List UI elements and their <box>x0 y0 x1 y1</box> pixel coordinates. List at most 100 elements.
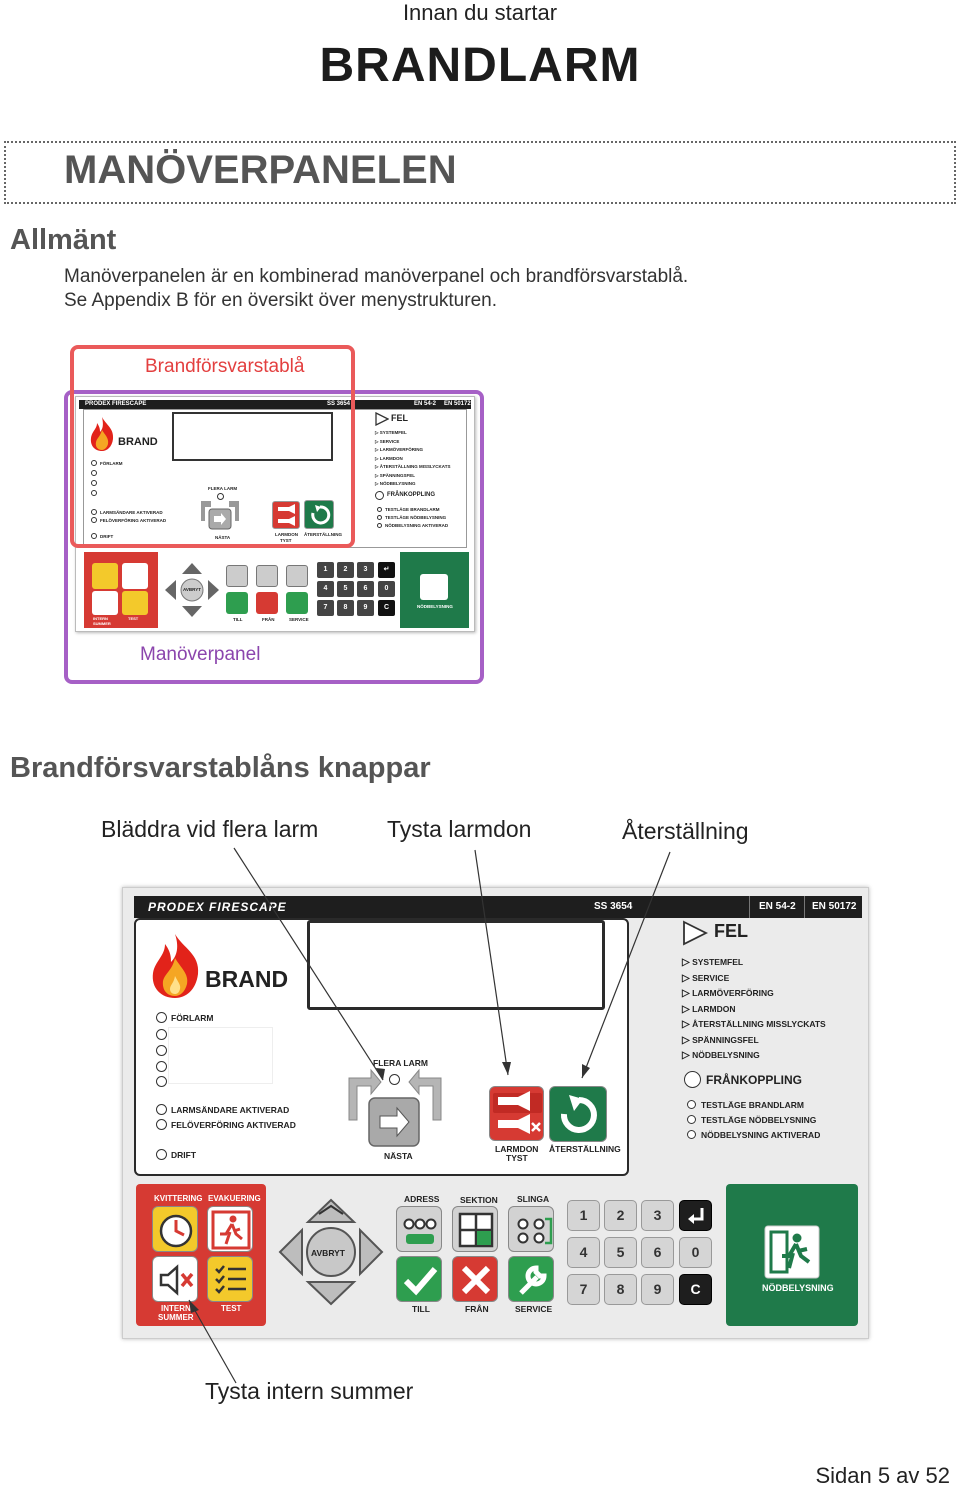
check-icon <box>403 1267 438 1296</box>
small-key[interactable]: 6 <box>357 581 374 597</box>
service-button[interactable] <box>508 1256 554 1302</box>
clear-key[interactable]: C <box>679 1274 712 1305</box>
small-forlarm-label: FÖRLARM <box>100 461 123 466</box>
larmdon-label: LARMDON <box>495 1144 539 1154</box>
keypad-key[interactable]: 5 <box>604 1237 637 1268</box>
small-kvittering-button[interactable] <box>92 563 118 589</box>
small-key[interactable]: 0 <box>378 581 395 597</box>
page-number: Sidan 5 av 52 <box>815 1463 950 1485</box>
small-fault-item: ▷ SYSTEMFEL <box>375 430 407 435</box>
small-key[interactable]: 8 <box>337 600 354 616</box>
reset-button[interactable] <box>549 1086 607 1142</box>
till-button[interactable] <box>396 1256 442 1302</box>
enter-key[interactable] <box>679 1200 712 1231</box>
small-larmsandare-label: LARMSÄNDARE AKTIVERAD <box>100 510 163 515</box>
small-logo: PRODEX FIRESCAPE <box>85 401 147 407</box>
tablo-label: Brandförsvarstablå <box>145 356 305 377</box>
test-button[interactable] <box>207 1256 253 1302</box>
small-key[interactable]: 1 <box>317 562 334 578</box>
small-intern-summer-button[interactable] <box>92 591 118 615</box>
small-silence-button[interactable] <box>272 501 300 529</box>
small-brand-label: BRAND <box>118 436 158 448</box>
kvittering-button[interactable] <box>152 1206 198 1252</box>
small-fran-label: FRÅN <box>262 617 275 622</box>
keypad-key[interactable]: 9 <box>641 1274 674 1305</box>
clock-icon <box>159 1214 193 1248</box>
keypad-key[interactable]: 0 <box>679 1237 712 1268</box>
small-sektion-button[interactable] <box>256 565 278 587</box>
small-reset-button[interactable] <box>304 500 334 529</box>
small-key[interactable]: 5 <box>337 581 354 597</box>
keypad-key[interactable]: 2 <box>604 1200 637 1231</box>
small-enter-key[interactable]: ↵ <box>378 562 395 578</box>
evacuation-icon <box>211 1210 251 1250</box>
manoverpanel-frame <box>64 390 484 684</box>
next-button[interactable] <box>345 1068 445 1150</box>
small-key[interactable]: 9 <box>357 600 374 616</box>
keypad-key[interactable]: 7 <box>567 1274 600 1305</box>
small-std-en54: EN 54-2 <box>414 401 437 407</box>
small-arrow-pad[interactable] <box>162 560 222 620</box>
fran-button[interactable] <box>452 1256 498 1302</box>
slinga-button[interactable] <box>508 1206 554 1252</box>
small-key[interactable]: 4 <box>317 581 334 597</box>
test-led <box>687 1100 696 1109</box>
larmsandare-led <box>156 1104 167 1115</box>
small-slinga-button[interactable] <box>286 565 308 587</box>
forlarm-led <box>156 1012 167 1023</box>
small-evakuering-button[interactable] <box>122 563 148 589</box>
small-frankoppling-led <box>375 491 384 500</box>
nasta-label: NÄSTA <box>384 1151 413 1161</box>
keypad-key[interactable]: 8 <box>604 1274 637 1305</box>
small-adress-button[interactable] <box>226 565 248 587</box>
test-led <box>687 1130 696 1139</box>
small-fault-item: ▷ SPÄNNINGSFEL <box>375 472 415 478</box>
small-key[interactable]: 7 <box>317 600 334 616</box>
small-forlarm-led <box>91 460 97 466</box>
small-fel-icon <box>375 412 389 426</box>
section-icon <box>458 1212 494 1248</box>
small-next-button[interactable] <box>197 497 243 531</box>
evakuering-button[interactable] <box>207 1206 253 1252</box>
small-fran-button[interactable] <box>256 592 278 614</box>
small-test-led <box>377 523 382 528</box>
test-label: TESTLÄGE NÖDBELYSNING <box>701 1115 817 1125</box>
test-key-label: TEST <box>221 1304 242 1313</box>
keypad-key[interactable]: 6 <box>641 1237 674 1268</box>
flame-icon <box>152 934 199 998</box>
fault-item: ▷ SERVICE <box>682 972 730 984</box>
small-zone-led <box>91 490 97 496</box>
address-icon <box>403 1218 437 1244</box>
avbryt-button[interactable]: AVBRYT <box>311 1248 345 1258</box>
sektion-button[interactable] <box>452 1206 498 1252</box>
adress-button[interactable] <box>396 1206 442 1252</box>
loop-icon <box>517 1217 553 1245</box>
small-till-button[interactable] <box>226 592 248 614</box>
small-key[interactable]: 3 <box>357 562 374 578</box>
fault-item: ▷ ÅTERSTÄLLNING MISSLYCKATS <box>682 1019 826 1030</box>
keypad-key[interactable]: 4 <box>567 1237 600 1268</box>
small-test-button[interactable] <box>122 591 148 615</box>
feloverforing-label: FELÖVERFÖRING AKTIVERAD <box>171 1120 296 1130</box>
reset-icon <box>560 1095 597 1133</box>
service-label: SERVICE <box>515 1304 553 1314</box>
test-label: NÖDBELYSNING AKTIVERAD <box>701 1130 821 1140</box>
drift-label: DRIFT <box>171 1150 197 1160</box>
small-key[interactable]: 2 <box>337 562 354 578</box>
keypad-key[interactable]: 1 <box>567 1200 600 1231</box>
zone-text-area <box>168 1027 273 1084</box>
arrow-down-icon <box>305 1281 357 1306</box>
small-service-button[interactable] <box>286 592 308 614</box>
silence-alarm-button[interactable] <box>489 1086 544 1141</box>
larmsandare-label: LARMSÄNDARE AKTIVERAD <box>171 1105 290 1115</box>
small-std-en50172: EN 50172 <box>444 401 471 407</box>
keypad-key[interactable]: 3 <box>641 1200 674 1231</box>
tyst-label: TYST <box>506 1153 528 1163</box>
small-drift-led <box>91 533 97 539</box>
small-feloverforing-label: FELÖVERFÖRING AKTIVERAD <box>100 518 167 523</box>
evakuering-label: EVAKUERING <box>208 1194 261 1203</box>
small-key[interactable]: C <box>378 600 395 616</box>
intern-summer-button[interactable] <box>152 1256 198 1302</box>
heading-general: Allmänt <box>10 224 117 256</box>
